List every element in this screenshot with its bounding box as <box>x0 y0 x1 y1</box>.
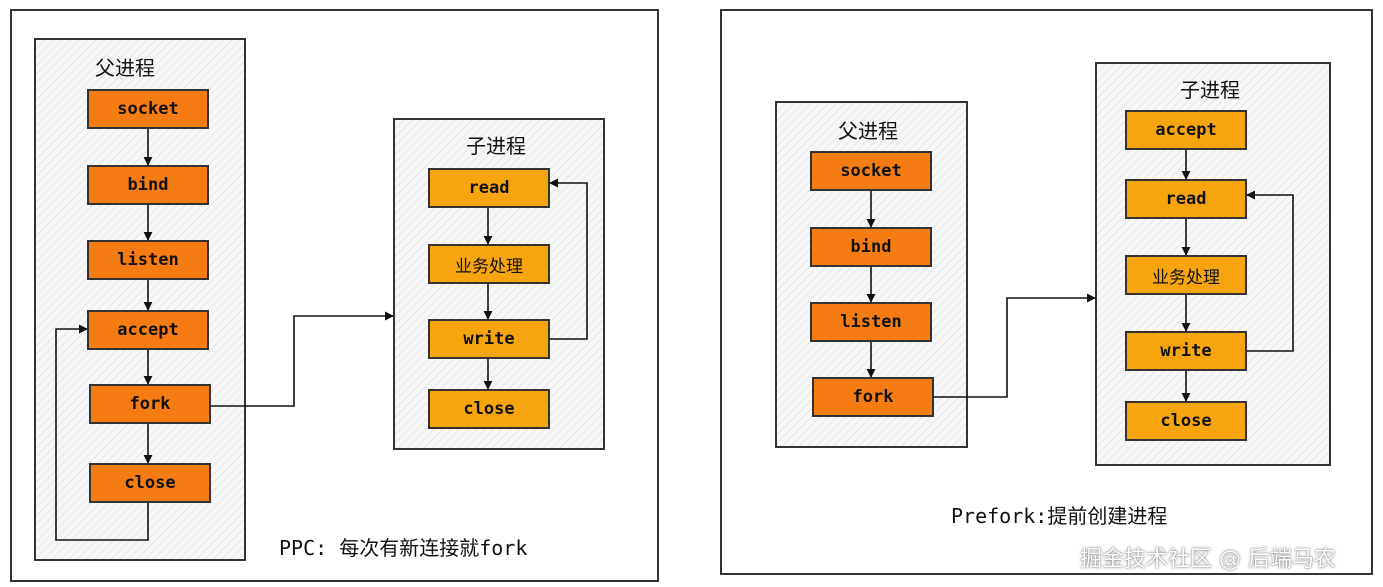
ppc-child-step-process: 业务处理 <box>428 244 550 284</box>
ppc-loop-close-accept <box>55 324 149 541</box>
prefork-child-title: 子进程 <box>1180 78 1240 102</box>
ppc-step-close: close <box>89 463 211 503</box>
watermark: 掘金技术社区 @ 后端马农 <box>1080 547 1336 572</box>
prefork-parent-title: 父进程 <box>838 119 898 143</box>
prefork-step-listen: listen <box>810 302 932 342</box>
prefork-arrow-fork-child <box>934 293 1096 398</box>
prefork-child-loop-write-read <box>1246 190 1294 352</box>
prefork-child-step-close: close <box>1125 401 1247 441</box>
ppc-caption: PPC: 每次有新连接就fork <box>279 536 528 560</box>
ppc-parent-title: 父进程 <box>95 56 155 80</box>
prefork-step-socket: socket <box>810 151 932 191</box>
ppc-step-bind: bind <box>87 165 209 205</box>
ppc-child-loop-write-read <box>549 178 588 340</box>
prefork-step-bind: bind <box>810 227 932 267</box>
prefork-child-step-read: read <box>1125 179 1247 219</box>
ppc-step-fork: fork <box>89 384 211 424</box>
ppc-step-socket: socket <box>87 89 209 129</box>
prefork-child-step-process: 业务处理 <box>1125 255 1247 295</box>
ppc-child-title: 子进程 <box>466 134 526 158</box>
ppc-step-accept: accept <box>87 310 209 350</box>
ppc-child-step-close: close <box>428 389 550 429</box>
ppc-child-step-read: read <box>428 168 550 208</box>
ppc-step-listen: listen <box>87 240 209 280</box>
prefork-child-step-write: write <box>1125 331 1247 371</box>
ppc-arrow-fork-child <box>211 311 394 407</box>
prefork-step-fork: fork <box>812 377 934 417</box>
prefork-child-step-accept: accept <box>1125 110 1247 150</box>
prefork-caption: Prefork:提前创建进程 <box>951 504 1168 528</box>
ppc-child-step-write: write <box>428 319 550 359</box>
